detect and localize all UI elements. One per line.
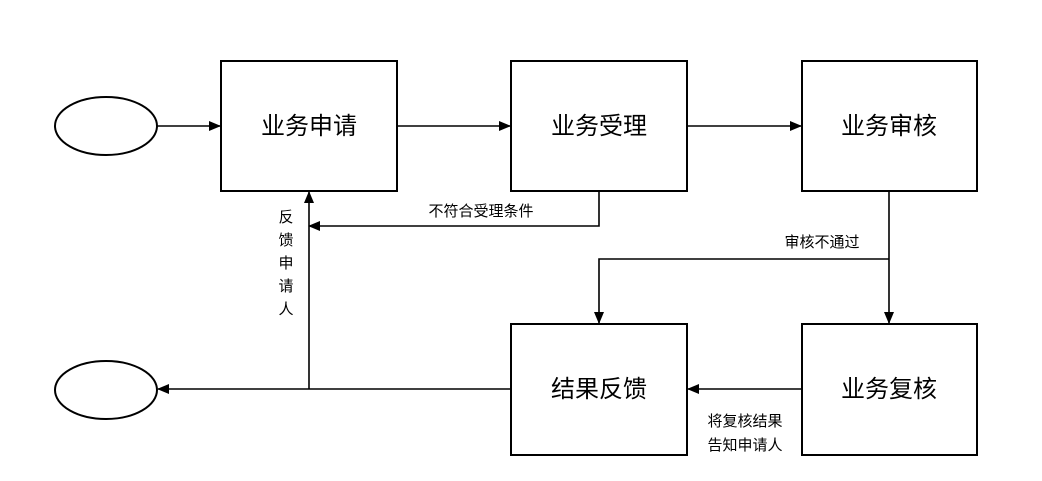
feedback-applicant-char: 反 (278, 208, 293, 226)
feedback-applicant-char: 请 (278, 277, 293, 295)
feedback-applicant-label: 反 馈 申 请 人 (278, 208, 293, 318)
start-node (54, 96, 158, 156)
accept-node: 业务受理 (510, 60, 688, 192)
end-node (54, 360, 158, 420)
not-eligible-arrow (308, 191, 600, 231)
notify-label-line2: 告知申请人 (707, 436, 782, 454)
feedback-applicant-char: 馈 (278, 231, 293, 249)
review-failed-arrow (594, 258, 889, 324)
recheck-label: 业务复核 (841, 375, 937, 403)
feedback-applicant-char: 申 (278, 254, 293, 272)
feedback-label: 结果反馈 (551, 375, 647, 403)
not-eligible-label: 不符合受理条件 (428, 202, 533, 220)
feedback-node: 结果反馈 (510, 323, 688, 456)
review-failed-label: 审核不通过 (784, 233, 859, 251)
apply-node: 业务申请 (220, 60, 398, 192)
feedback-applicant-char: 人 (278, 300, 293, 318)
notify-label-line1: 将复核结果 (707, 412, 782, 430)
review-node: 业务审核 (801, 60, 978, 192)
accept-label: 业务受理 (551, 112, 647, 140)
recheck-node: 业务复核 (801, 323, 978, 456)
review-label: 业务审核 (841, 112, 937, 140)
apply-label: 业务申请 (261, 112, 357, 140)
